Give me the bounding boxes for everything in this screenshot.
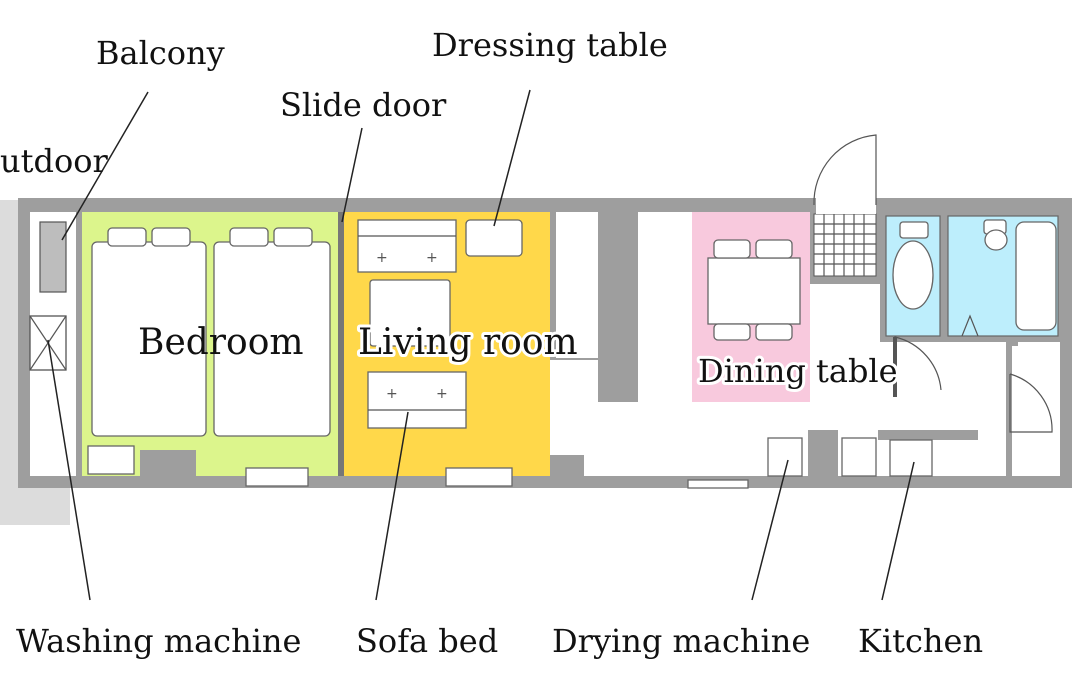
bedroom-closet-wall [140, 450, 196, 480]
slide-door-leader [341, 127, 363, 223]
coffee-table [369, 279, 451, 347]
sofa-bed-back-shape: + + [357, 219, 457, 273]
dressing-table-shape [465, 219, 523, 257]
dressing-table-label: Dressing table [432, 26, 668, 64]
balcony-label: Balcony [96, 34, 225, 72]
balcony-leader [61, 91, 149, 241]
slide-door-label: Slide door [280, 86, 447, 124]
washing-machine-label: Washing machine [16, 622, 301, 660]
living-window [445, 467, 513, 487]
living-room-label: Living room [358, 322, 578, 363]
kitchen-label: Kitchen [858, 622, 983, 660]
dressing-table-leader [493, 89, 531, 227]
svg-text:+: + [386, 386, 398, 402]
dining-table-label: Dining table [698, 352, 898, 390]
bedroom-window [245, 467, 309, 487]
toilet-door-swing [893, 336, 942, 397]
drying-machine-label: Drying machine [552, 622, 810, 660]
kitchen-leader [881, 461, 915, 601]
balcony-rail [39, 221, 67, 293]
bathroom [947, 215, 1059, 337]
sofa-bed-leader [375, 411, 409, 601]
sofa-bed-label: Sofa bed [356, 622, 498, 660]
entrance-door-swing [813, 134, 877, 214]
fridge-shape [841, 437, 877, 477]
nightstand [87, 445, 135, 475]
kitchen-sink-shape [889, 439, 933, 477]
dining-table-shape [707, 239, 801, 341]
bedroom-label: Bedroom [138, 322, 304, 363]
washing-machine-leader [47, 339, 91, 601]
svg-text:+: + [376, 250, 388, 266]
drying-machine-leader [751, 459, 789, 601]
corridor-window [687, 479, 749, 489]
svg-text:+: + [436, 386, 448, 402]
bed-right [213, 227, 331, 437]
toilet-room [885, 215, 941, 337]
outdoor-label: utdoor [0, 142, 108, 180]
slide-door-partition [338, 212, 344, 476]
entrance-tiles [813, 213, 877, 277]
bed-left [91, 227, 207, 437]
svg-text:+: + [426, 250, 438, 266]
sofa-bed-shape: + + [367, 371, 467, 429]
closet-door-swing [1009, 373, 1053, 433]
